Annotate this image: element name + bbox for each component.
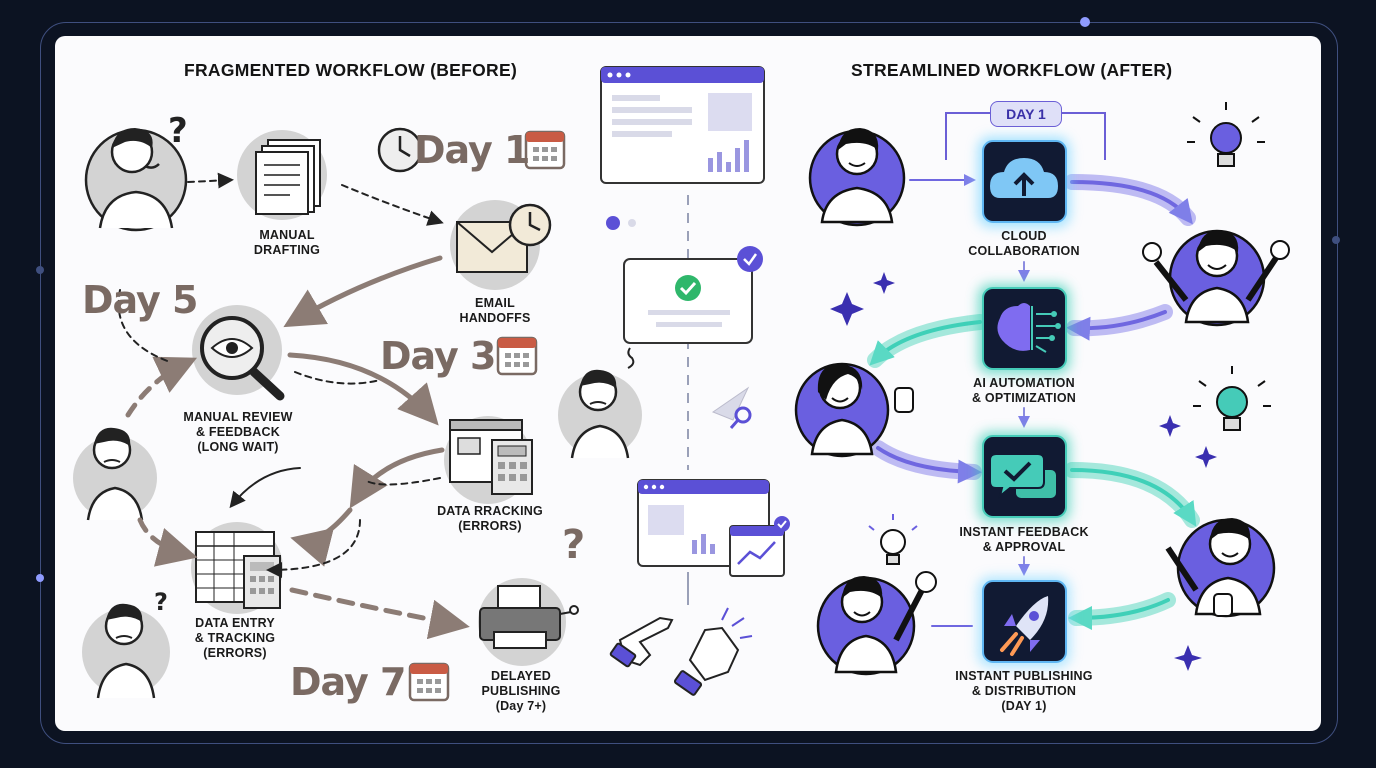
calendar-icon [496,336,538,376]
outer-frame [40,22,1338,744]
printer-icon [478,578,579,666]
person-icon [808,128,906,227]
person-stressed-icon [558,347,642,459]
day-5-label: Day 5 [82,278,198,322]
svg-text:?: ? [168,111,188,151]
calendar-icon [524,130,566,170]
frame-dot [36,574,44,582]
spreadsheet-calculator-icon [191,522,283,614]
person-cheering-icon [1142,229,1290,327]
frame-dot [1332,236,1340,244]
cursor-icon [711,386,750,421]
lightbulb-icon [868,514,918,565]
sparkle-icon [830,272,1217,671]
before-step-label: MANUAL REVIEW& FEEDBACK(LONG WAIT) [183,410,293,454]
person-waving-icon [816,571,937,676]
ai-brain-icon [978,284,1070,374]
calendar-icon [408,662,450,702]
person-thinking-icon: ? [84,111,188,232]
pointing-hand-icon [609,616,674,668]
browser-calculator-icon [444,416,533,504]
person-frustrated-icon [73,427,157,521]
lightbulb-icon [1193,366,1271,431]
lightbulb-icon [1187,102,1265,167]
documents-icon [237,130,327,220]
browser-chart-window-icon [600,66,765,184]
day-3-label: Day 3 [380,334,496,378]
day-1-label: Day 1 [414,128,530,172]
day1-badge: DAY 1 [990,101,1062,127]
frame-dot [1080,17,1090,27]
clapping-hands-icon [673,607,753,696]
before-arrows [117,172,470,640]
day-7-label: Day 7 [290,660,406,704]
day1-bracket [945,112,1106,160]
before-step-label: DATA RRACKING(ERRORS) [437,504,543,533]
browser-graph-window-icon [637,479,790,577]
cloud-upload-icon [978,137,1070,227]
frame-dot [36,266,44,274]
dot-icon [628,219,636,227]
after-step-label: INSTANT PUBLISHING& DISTRIBUTION(DAY 1) [955,669,1093,713]
person-frustrated-icon: ? [82,588,170,699]
person-thumbs-up-icon [794,362,914,458]
rocket-icon [978,577,1070,667]
magnifier-eye-icon [192,305,285,401]
svg-text:?: ? [154,588,168,616]
clock-icon [377,127,423,173]
before-title: FRAGMENTED WORKFLOW (BEFORE) [184,60,518,80]
after-step-label: AI AUTOMATION& OPTIMIZATION [972,376,1076,405]
after-step-label: INSTANT FEEDBACK& APPROVAL [959,525,1089,554]
chat-check-icon [978,432,1070,522]
question-mark-icon: ? [562,522,585,568]
after-flow-arrows [867,174,1200,630]
before-step-label: DATA ENTRY& TRACKING(ERRORS) [194,616,276,660]
approval-card-icon [623,246,763,344]
person-pointing-icon [1165,518,1276,618]
envelope-clock-icon [450,200,552,290]
dot-icon [606,216,620,230]
after-title: STREAMLINED WORKFLOW (AFTER) [851,60,1173,80]
